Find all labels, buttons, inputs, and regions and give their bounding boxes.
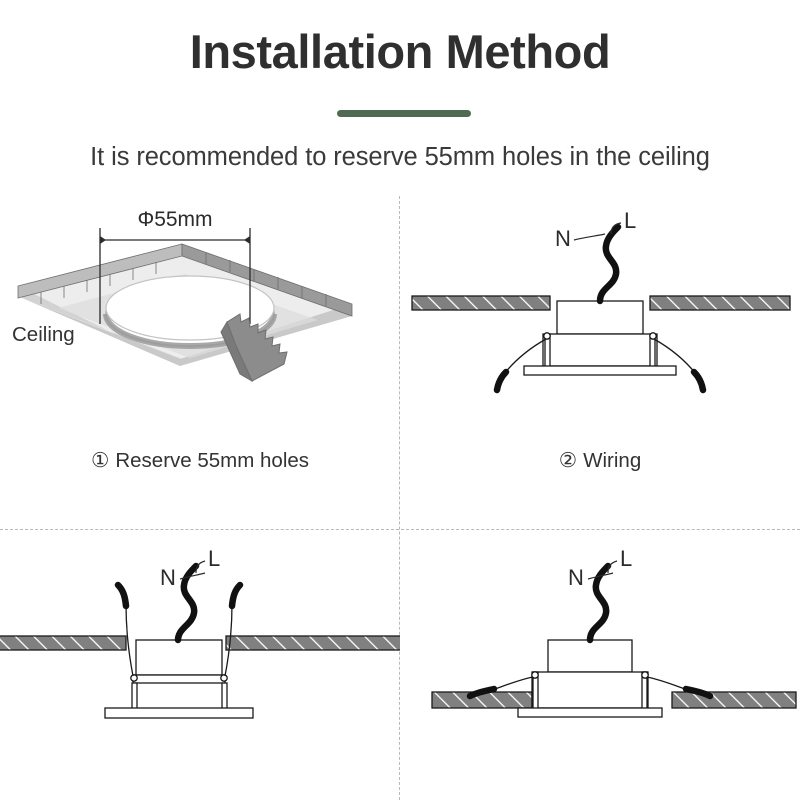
diagram-ceiling-hole: Φ55mm Ceiling: [12, 208, 353, 383]
downlight-fixture: [517, 639, 663, 718]
wire-label-n: N: [568, 565, 584, 590]
spring-clip-tips: [466, 685, 714, 700]
driver-box: [135, 639, 223, 676]
driver-box: [547, 639, 633, 673]
wire-label-l: L: [208, 546, 220, 571]
accent-divider-bar: [337, 110, 471, 117]
dimension-label: Φ55mm: [137, 208, 212, 231]
dimension-line-55mm: [99, 228, 251, 324]
power-wire: [596, 223, 622, 305]
ceiling-slab-right: [671, 691, 797, 709]
page-title: Installation Method: [189, 25, 611, 78]
fixture-housing: [542, 333, 658, 367]
ceiling-slab-right: [225, 635, 400, 651]
wire-leader-n: [573, 233, 606, 241]
wire-label-l: L: [620, 546, 632, 571]
page-subtitle: It is recommended to reserve 55mm holes …: [90, 143, 710, 171]
power-wire: [586, 562, 612, 644]
diagram-insert-fixture: N L: [0, 546, 400, 719]
wire-leader-l: [195, 560, 206, 574]
spring-clips: [125, 603, 233, 682]
fixture-housing: [531, 671, 649, 709]
wire-leader-l: [607, 560, 618, 574]
ceiling-label: Ceiling: [12, 323, 75, 346]
panel-reserve-holes: Φ55mm Ceiling: [0, 196, 400, 529]
bezel-flange: [523, 365, 677, 376]
wire-leader-n: [179, 572, 206, 580]
caption-number-1: ①: [90, 449, 110, 472]
bezel-flange: [104, 707, 254, 719]
spring-clip-tips: [493, 368, 707, 394]
caption-number-2: ②: [558, 449, 578, 472]
caption-text-2: Wiring: [583, 449, 642, 472]
horizontal-divider: [0, 529, 800, 530]
downlight-fixture: [104, 639, 254, 719]
ceiling-slab-left: [0, 635, 127, 651]
wire-label-n: N: [555, 226, 571, 251]
panel-wiring: N L: [400, 196, 800, 529]
fixture-housing: [132, 674, 226, 684]
wire-leader-n: [587, 572, 614, 580]
hole-saw-icon: [220, 313, 288, 383]
caption-text-1: Reserve 55mm holes: [115, 449, 310, 472]
spring-clip-tips: [114, 581, 244, 610]
power-wire: [174, 562, 200, 644]
ceiling-slab-right: [649, 295, 791, 311]
header: Installation Method It is recommended to…: [0, 0, 800, 190]
wire-label-l: L: [624, 208, 636, 233]
driver-box: [556, 300, 644, 335]
diagram-wiring: N L: [411, 208, 791, 394]
panel-insert-fixture: N L: [0, 530, 400, 800]
wire-leader-l: [610, 222, 622, 235]
diagram-fixture-installed: N L: [431, 546, 797, 718]
bezel-flange: [517, 707, 663, 718]
wire-label-n: N: [160, 565, 176, 590]
ceiling-slab-perspective: [17, 243, 353, 366]
ceiling-slab-left: [411, 295, 551, 311]
vertical-divider: [399, 196, 400, 800]
panel-fixture-installed: N L: [400, 530, 800, 800]
